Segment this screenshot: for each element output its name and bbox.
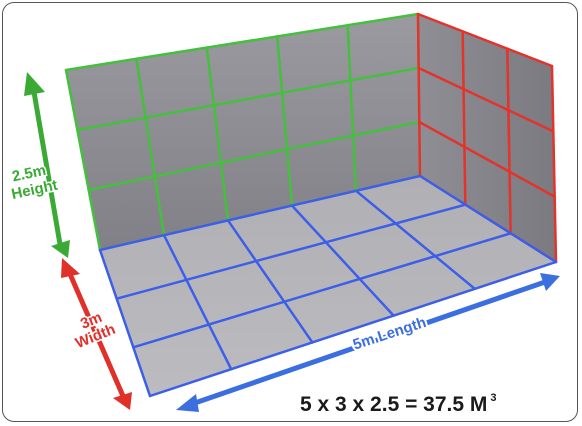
grid-line	[148, 260, 558, 398]
grid-line	[226, 219, 314, 344]
grid-line	[205, 46, 230, 222]
grid-line	[506, 47, 512, 235]
width-label: 3m Width	[72, 307, 120, 353]
height-arrow	[24, 72, 70, 258]
formula-exponent: 3	[490, 392, 497, 404]
formula-text: 5 x 3 x 2.5 = 37.5 M	[300, 393, 488, 416]
grid-line	[275, 35, 294, 207]
grid-line	[98, 174, 422, 252]
side-wall	[418, 14, 556, 262]
back-wall	[66, 14, 420, 250]
grid-line	[346, 23, 358, 193]
grid-line	[98, 248, 152, 398]
length-arrow	[176, 273, 560, 412]
grid-line	[418, 174, 558, 264]
grid-line	[132, 232, 512, 349]
grid-line	[76, 66, 420, 132]
grid-line	[64, 68, 102, 252]
width-arrow	[61, 258, 132, 410]
grid-line	[64, 12, 420, 72]
grid-line	[461, 30, 467, 206]
grid-line	[417, 66, 555, 133]
grid-line	[87, 120, 421, 192]
grid-line	[418, 120, 556, 198]
grid-line	[162, 233, 233, 371]
grid-line	[354, 189, 477, 291]
floor-grid	[98, 174, 558, 398]
grid-line	[290, 204, 395, 317]
diagram-frame	[2, 2, 578, 422]
grid-line	[416, 12, 422, 178]
grid-line	[416, 12, 554, 68]
grid-line	[115, 203, 467, 300]
grid-line	[135, 57, 166, 237]
floor	[100, 176, 556, 396]
grid-line	[550, 64, 558, 264]
